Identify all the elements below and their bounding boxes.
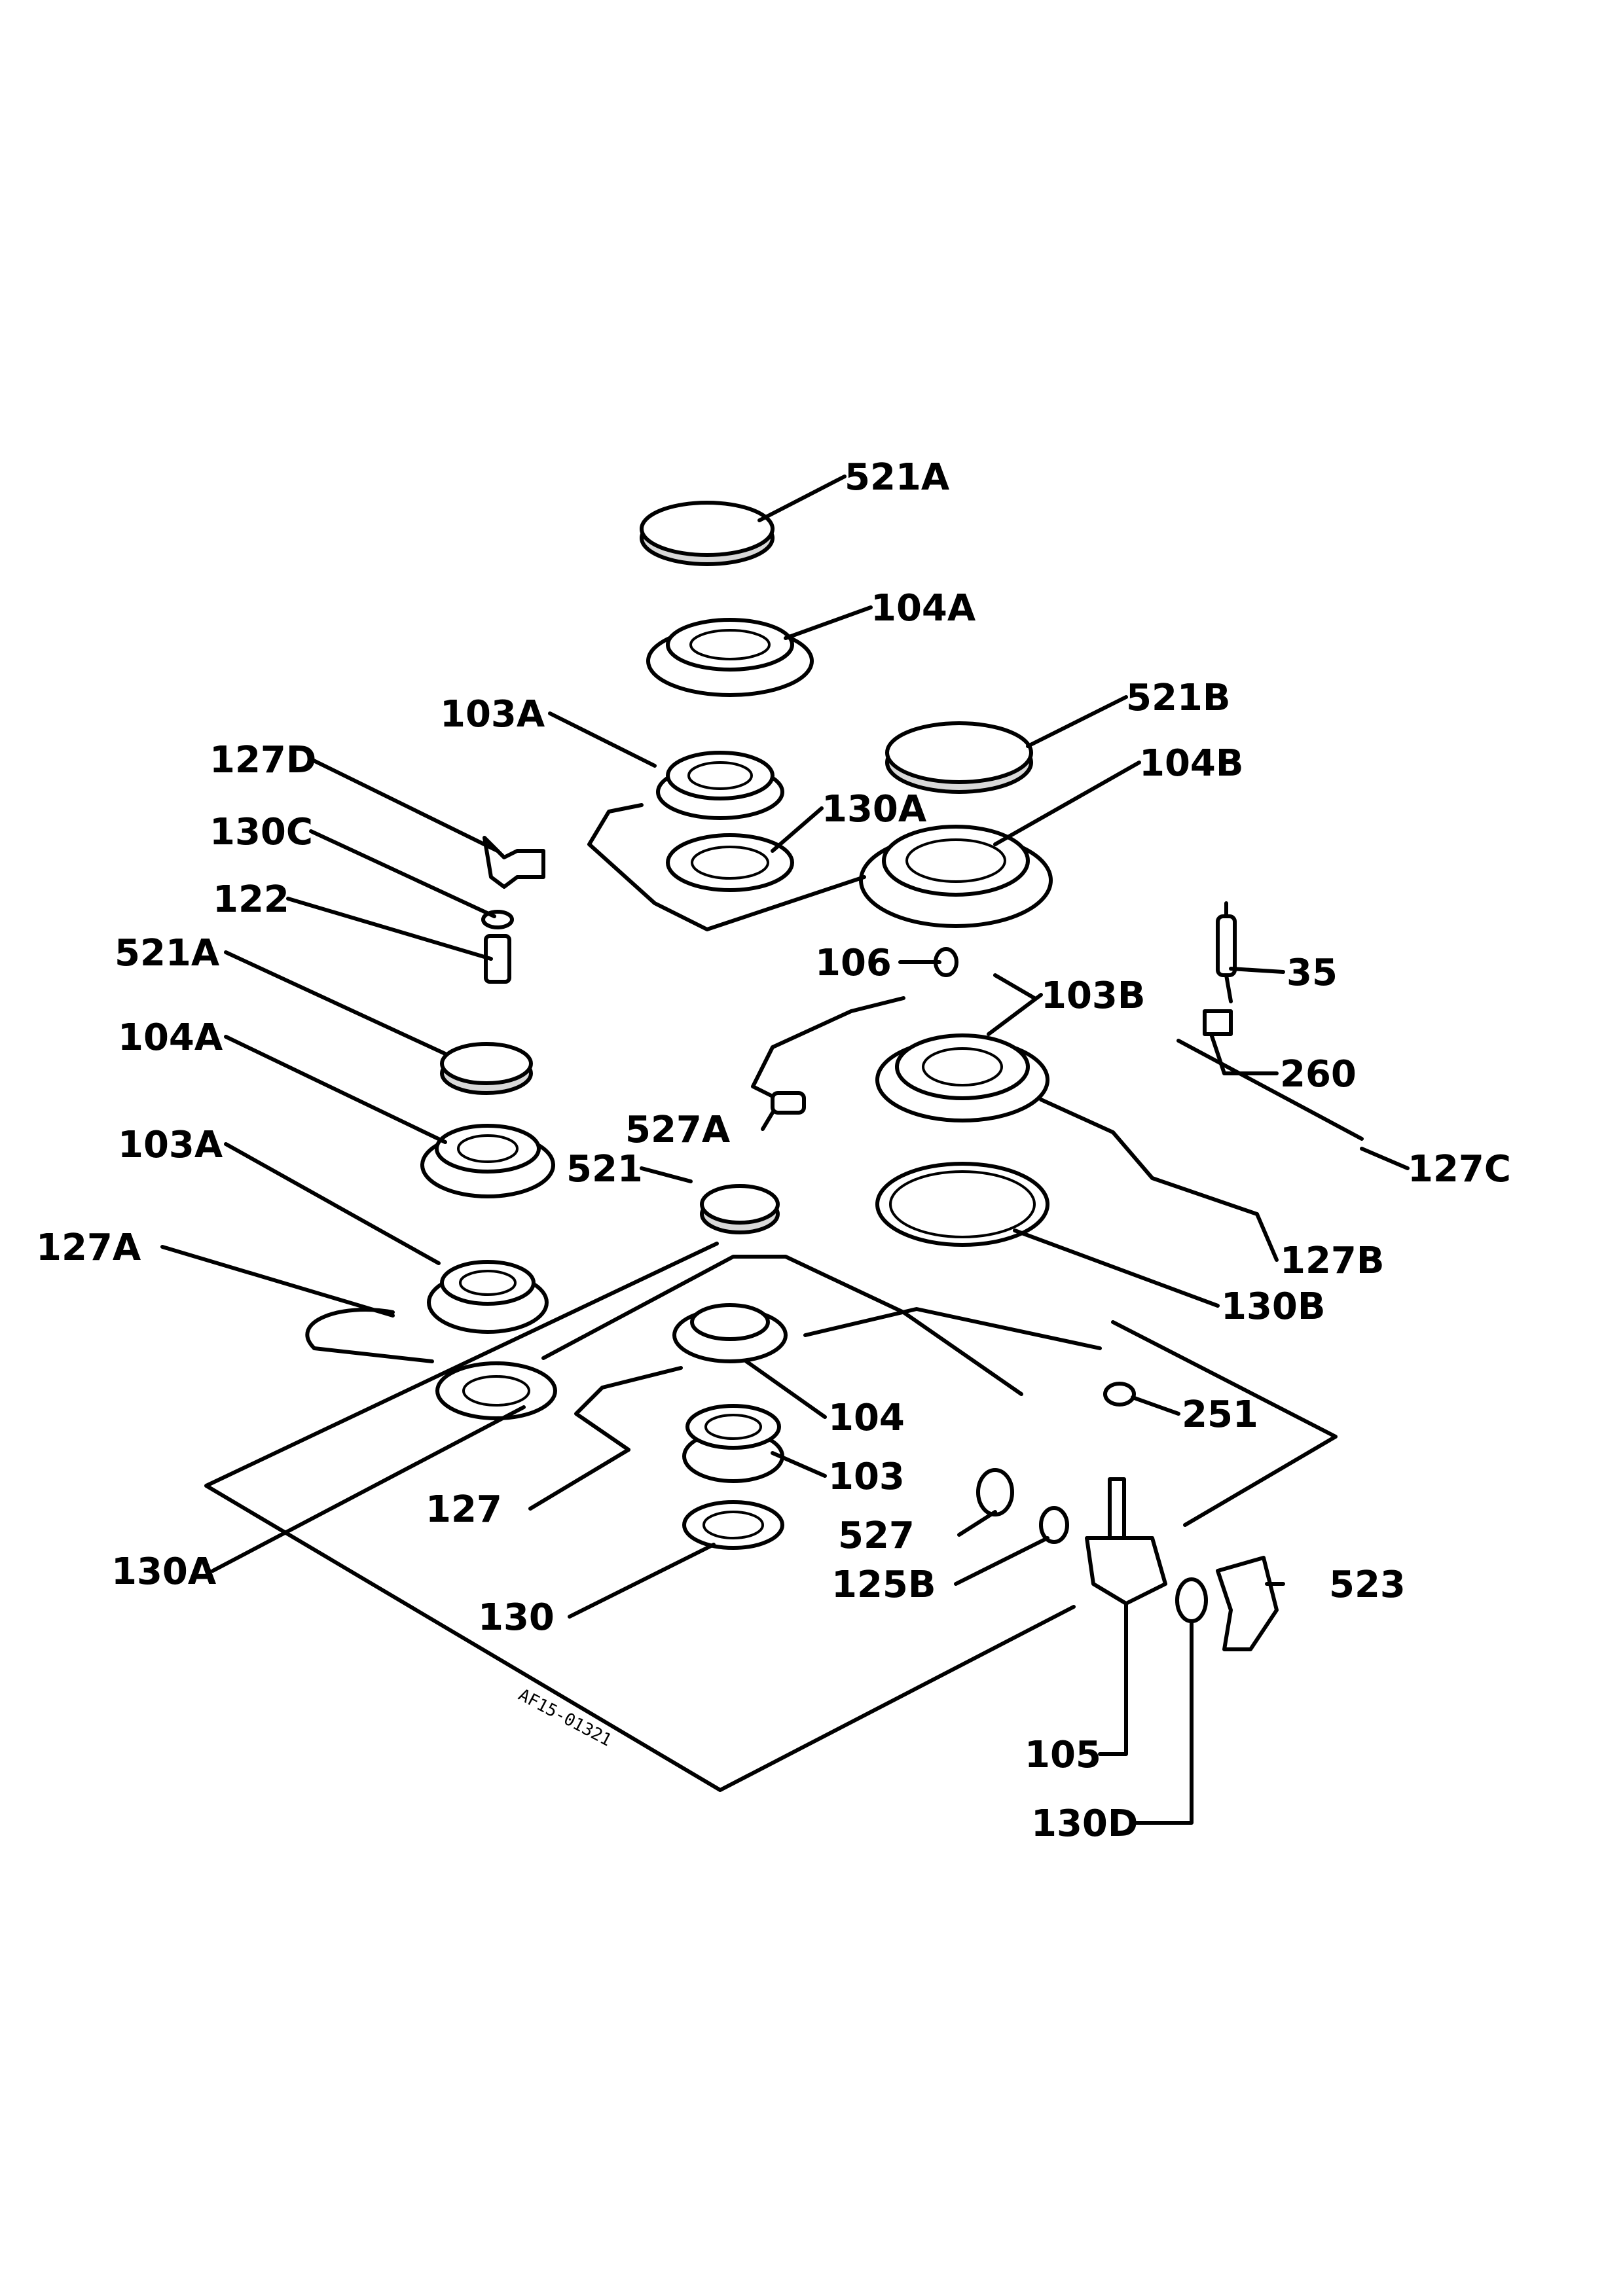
burner-cap-521a-left (440, 1042, 533, 1095)
burner-cap-521 (700, 1184, 780, 1234)
leader-lines (160, 475, 1410, 1825)
label-122: 122 (213, 878, 289, 921)
label-104a-top: 104A (871, 587, 976, 630)
burner-crown-104 (672, 1303, 788, 1363)
label-130a-mid: 130A (822, 788, 927, 831)
label-130c: 130C (210, 811, 313, 853)
tube-127a (305, 1308, 434, 1363)
label-527: 527 (838, 1515, 915, 1557)
tube-527a (751, 996, 905, 1108)
label-103a-top: 103A (440, 693, 545, 736)
label-127c: 127C (1408, 1148, 1511, 1191)
tube-127b (1039, 1098, 1259, 1216)
label-130a-bottom: 130A (111, 1551, 217, 1593)
label-105: 105 (1025, 1734, 1101, 1776)
nut-251 (1103, 1382, 1136, 1407)
label-103a-left: 103A (118, 1124, 223, 1166)
label-521a-left: 521A (115, 932, 220, 975)
jet-125b (1039, 1506, 1069, 1544)
label-103: 103 (828, 1456, 905, 1498)
burner-crown-104b (859, 825, 1053, 928)
label-103b: 103B (1041, 975, 1146, 1017)
label-125b: 125B (831, 1564, 936, 1606)
label-130b: 130B (1221, 1285, 1326, 1328)
burner-cap-521a-top (640, 501, 775, 566)
gasket-130a-mid (666, 833, 794, 892)
tube-127d-path (587, 803, 866, 931)
tube-to-front-burner (803, 1307, 1102, 1350)
label-104b: 104B (1139, 742, 1244, 785)
label-130d: 130D (1031, 1803, 1138, 1845)
label-127b: 127B (1280, 1240, 1385, 1282)
elbow-127d (483, 836, 545, 889)
burner-crown-104a-left (420, 1124, 555, 1198)
label-521b: 521B (1126, 677, 1231, 719)
burner-cap-521b (885, 721, 1033, 794)
label-104a-left: 104A (118, 1016, 223, 1059)
hob-outline (204, 1242, 1338, 1792)
gas-valve-105 (1085, 1477, 1167, 1605)
burner-body-103a-left (427, 1260, 549, 1334)
label-127a: 127A (36, 1227, 141, 1269)
burner-crown-104a-top (646, 618, 814, 697)
label-104: 104 (828, 1397, 905, 1439)
label-127d: 127D (210, 739, 316, 781)
gasket-130b (875, 1162, 1049, 1247)
gasket-130a-bottom (435, 1361, 557, 1420)
burner-body-103b (875, 1033, 1049, 1122)
nipple-527a (771, 1091, 806, 1115)
burner-body-103a-top (656, 751, 784, 820)
label-127: 127 (426, 1488, 502, 1531)
label-130: 130 (478, 1596, 555, 1639)
label-521: 521 (566, 1148, 643, 1191)
label-251: 251 (1182, 1393, 1258, 1436)
label-523: 523 (1329, 1564, 1406, 1606)
tube-127 (574, 1366, 683, 1452)
bracket-523 (1216, 1556, 1279, 1651)
tube-127c (1176, 1039, 1364, 1141)
gasket-130 (682, 1500, 784, 1550)
clip-260 (1203, 1009, 1233, 1036)
seal-130d (1175, 1577, 1208, 1623)
label-35: 35 (1286, 952, 1338, 994)
bushing-527 (976, 1468, 1014, 1516)
label-260: 260 (1280, 1053, 1357, 1096)
label-106: 106 (815, 942, 892, 984)
label-527a: 527A (625, 1109, 731, 1151)
tube-front (541, 1255, 1023, 1396)
label-521a-top: 521A (845, 456, 950, 499)
thermocouple-35 (1216, 901, 1237, 1003)
burner-body-103 (682, 1404, 784, 1483)
